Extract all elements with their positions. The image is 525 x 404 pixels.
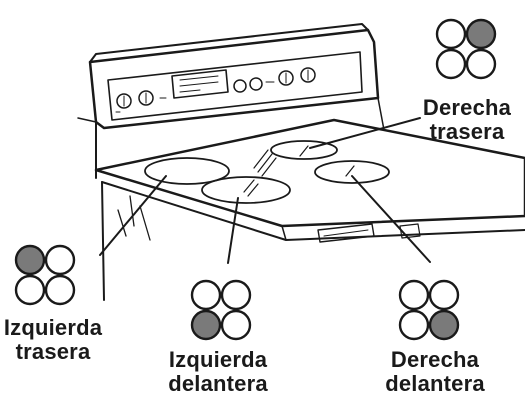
inactive-burner-dot bbox=[220, 309, 252, 341]
control-panel bbox=[107, 51, 363, 121]
burner-icon-front-right bbox=[398, 279, 460, 341]
inactive-burner-dot bbox=[465, 48, 497, 80]
cooktop-surface bbox=[94, 118, 525, 228]
range-backguard-top bbox=[89, 23, 369, 63]
burner-icon-rear-left bbox=[14, 244, 76, 306]
label-front-right: Derecha delantera bbox=[385, 347, 485, 396]
inactive-burner-dot bbox=[398, 279, 430, 311]
inactive-burner-dot bbox=[190, 279, 222, 311]
burner-icon-rear-right bbox=[435, 18, 497, 80]
label-rear-right: Derecha trasera bbox=[422, 95, 512, 144]
active-burner-dot bbox=[465, 18, 497, 50]
inactive-burner-dot bbox=[435, 18, 467, 50]
leader-line-front-left bbox=[227, 197, 239, 264]
range-backguard bbox=[88, 28, 380, 130]
inactive-burner-dot bbox=[44, 274, 76, 306]
clock-display bbox=[171, 69, 229, 99]
burner-outlines bbox=[144, 140, 390, 204]
control-knobs bbox=[116, 67, 316, 109]
active-burner-dot bbox=[14, 244, 46, 276]
burner-icon-front-left bbox=[190, 279, 252, 341]
range-body bbox=[101, 181, 105, 301]
inactive-burner-dot bbox=[44, 244, 76, 276]
leader-line-rear-left bbox=[99, 175, 167, 256]
leader-line-rear-right bbox=[309, 117, 421, 149]
inactive-burner-dot bbox=[14, 274, 46, 306]
inactive-burner-dot bbox=[220, 279, 252, 311]
leader-line-front-right bbox=[351, 175, 431, 263]
label-front-left: Izquierda delantera bbox=[168, 347, 268, 396]
label-rear-left: Izquierda trasera bbox=[3, 315, 103, 364]
inactive-burner-dot bbox=[428, 279, 460, 311]
inactive-burner-dot bbox=[398, 309, 430, 341]
active-burner-dot bbox=[428, 309, 460, 341]
inactive-burner-dot bbox=[435, 48, 467, 80]
active-burner-dot bbox=[190, 309, 222, 341]
